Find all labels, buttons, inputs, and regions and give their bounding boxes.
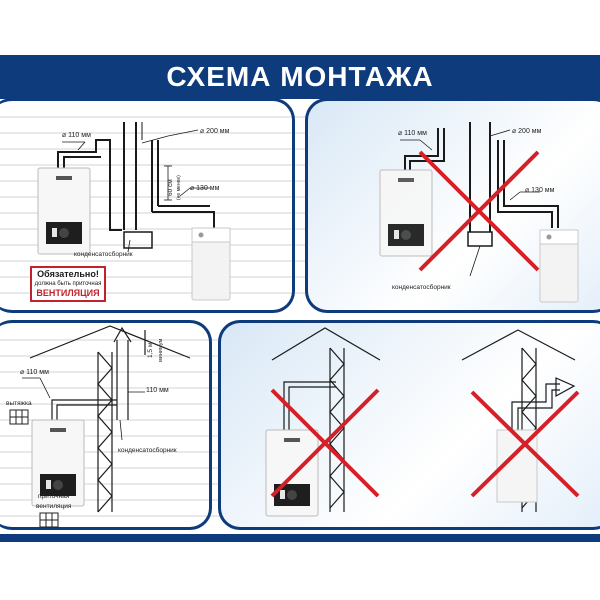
p3-supply-line1: приточная	[38, 493, 70, 500]
p3-d110b-label: 110 мм	[146, 387, 169, 394]
p1-height-note: (не менее)	[176, 175, 182, 200]
p3-exhaust-label: вытяжка	[6, 400, 32, 407]
panel-correct-roof-installation	[0, 320, 212, 530]
panel-correct-installation	[0, 98, 295, 313]
warning-title: Обязательно!	[37, 269, 99, 279]
p3-height-label: 1,5 м	[147, 342, 154, 358]
p3-supply-line2: вентиляция	[36, 503, 72, 510]
panel1-drawing	[57, 122, 215, 249]
p4-left-cross-icon	[270, 388, 380, 498]
p1-d130-label: ⌀ 130 мм	[190, 185, 220, 192]
p2-d200-label: ⌀ 200 мм	[512, 128, 542, 135]
p3-d110-label: ⌀ 110 мм	[20, 369, 49, 376]
p4-right-cross-icon	[470, 390, 580, 498]
p1-condensate-label: конденсатосборник	[74, 250, 133, 258]
p3-condensate-label: конденсатосборник	[118, 446, 177, 454]
p1-d200-label: ⌀ 200 мм	[200, 128, 230, 135]
p3-height-note: минимум	[158, 339, 164, 362]
p2-d130-label: ⌀ 130 мм	[525, 187, 555, 194]
p2-cross-icon	[418, 150, 540, 272]
p1-d110-label: ⌀ 110 мм	[62, 132, 91, 139]
title-banner	[0, 55, 600, 99]
p2-d110-label: ⌀ 110 мм	[398, 130, 427, 137]
p1-height-label: 60 см	[167, 179, 174, 196]
warning-word: ВЕНТИЛЯЦИЯ	[36, 288, 100, 298]
ventilation-warning: Обязательно! должна быть приточная ВЕНТИ…	[30, 266, 106, 302]
warning-subtitle: должна быть приточная	[34, 281, 102, 287]
page-title: СХЕМА МОНТАЖА	[166, 61, 434, 92]
p2-condensate-label: конденсатосборник	[392, 283, 451, 291]
bottom-bar	[0, 534, 600, 542]
